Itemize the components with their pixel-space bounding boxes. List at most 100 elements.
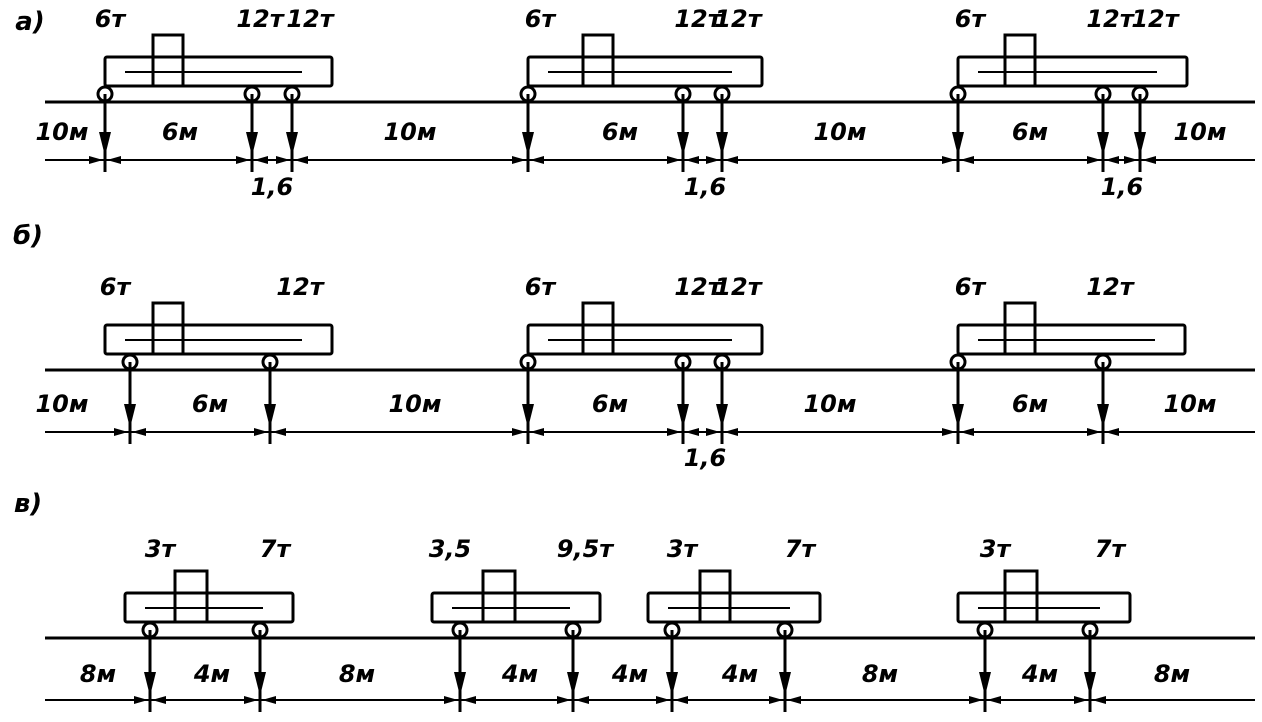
dimension-label: 8м xyxy=(339,660,375,688)
vehicle-body xyxy=(526,55,764,88)
arrow-head-icon xyxy=(1134,132,1146,156)
arrow-head-icon xyxy=(952,404,964,428)
dimension-arrow-icon xyxy=(114,428,128,436)
dimension-arrow-icon xyxy=(942,156,956,164)
vehicle-body xyxy=(646,591,822,624)
vehicle: 3т 7т xyxy=(646,535,822,712)
dimension-label: 10м xyxy=(388,390,441,418)
arrow-head-icon xyxy=(666,672,678,696)
axle-load-label: 12т xyxy=(236,5,285,33)
dimension-label: 6м xyxy=(1012,390,1048,418)
dimension-arrow-icon xyxy=(272,428,286,436)
dimension-label: 4м xyxy=(721,660,758,688)
dimension-arrow-icon xyxy=(706,156,720,164)
vehicle-cab xyxy=(581,33,615,88)
dimension-label: 10м xyxy=(803,390,856,418)
dimension-arrow-icon xyxy=(656,696,670,704)
arrow-head-icon xyxy=(952,132,964,156)
dimension-label: 6м xyxy=(592,390,628,418)
dimension-label: 10м xyxy=(35,118,88,146)
dimension-label: 8м xyxy=(80,660,116,688)
vehicle-cab xyxy=(698,569,732,624)
arrow-head-icon xyxy=(254,672,266,696)
vehicle-cab xyxy=(581,301,615,356)
vehicle-body xyxy=(103,55,334,88)
dimension-arrow-icon xyxy=(294,156,308,164)
dimension-label: 4м xyxy=(193,660,230,688)
axle-load-label: 12т xyxy=(1086,273,1135,301)
axle-load-label: 6т xyxy=(100,273,133,301)
dimension-label: 6м xyxy=(602,118,638,146)
arrow-head-icon xyxy=(522,132,534,156)
dimension-arrow-icon xyxy=(262,696,276,704)
dimension-arrow-icon xyxy=(724,428,738,436)
axle-gap-label: 1,6 xyxy=(251,173,294,201)
row-label: б) xyxy=(13,221,43,251)
dimension-arrow-icon xyxy=(667,428,681,436)
dimension-arrow-icon xyxy=(685,428,699,436)
dimension-arrow-icon xyxy=(1087,428,1101,436)
axle-load-label: 3т xyxy=(667,535,700,563)
dimension-arrow-icon xyxy=(1142,156,1156,164)
dimension-label: 4м xyxy=(501,660,538,688)
vehicle: 6т 12т xyxy=(949,273,1187,444)
vehicle-body xyxy=(956,323,1187,356)
vehicle-body xyxy=(956,55,1189,88)
vehicle-body xyxy=(956,591,1132,624)
arrow-head-icon xyxy=(1084,672,1096,696)
axle-load-label: 7т xyxy=(785,535,818,563)
vehicle: 6т 12т xyxy=(100,273,334,444)
axle-load-label: 6т xyxy=(955,5,988,33)
dimension-label: 6м xyxy=(162,118,198,146)
vehicle-cab xyxy=(481,569,517,624)
arrow-head-icon xyxy=(677,404,689,428)
arrow-head-icon xyxy=(246,132,258,156)
dimension-label: 10м xyxy=(813,118,866,146)
arrow-head-icon xyxy=(979,672,991,696)
dimension-label: 6м xyxy=(1012,118,1048,146)
axle-load-label: 12т xyxy=(674,273,723,301)
axle-gap-label: 1,6 xyxy=(684,173,727,201)
vehicle-cab xyxy=(173,569,209,624)
dimension-label: 10м xyxy=(1163,390,1216,418)
dimension-arrow-icon xyxy=(674,696,688,704)
axle-load-label: 7т xyxy=(1095,535,1128,563)
row-label: а) xyxy=(15,7,44,37)
dimension-arrow-icon xyxy=(960,428,974,436)
axle-gap-label: 1,6 xyxy=(1101,173,1144,201)
dimension-arrow-icon xyxy=(254,428,268,436)
arrow-head-icon xyxy=(567,672,579,696)
arrow-head-icon xyxy=(1097,132,1109,156)
dimension-arrow-icon xyxy=(575,696,589,704)
dimension-arrow-icon xyxy=(787,696,801,704)
dimension-arrow-icon xyxy=(444,696,458,704)
axle-load-label: 3т xyxy=(145,535,178,563)
dimension-arrow-icon xyxy=(134,696,148,704)
arrow-head-icon xyxy=(99,132,111,156)
dimension-arrow-icon xyxy=(1092,696,1106,704)
dimension-arrow-icon xyxy=(1074,696,1088,704)
vehicle-cab xyxy=(1003,569,1039,624)
axle-load-label: 6т xyxy=(525,5,558,33)
axle-load-label: 3,5 xyxy=(429,535,472,563)
axle-load-label: 6т xyxy=(525,273,558,301)
axle-load-label: 7т xyxy=(260,535,293,563)
dimension-arrow-icon xyxy=(132,428,146,436)
arrow-head-icon xyxy=(124,404,136,428)
arrow-head-icon xyxy=(286,132,298,156)
dimension-arrow-icon xyxy=(107,156,121,164)
dimension-arrow-icon xyxy=(462,696,476,704)
dimension-label: 10м xyxy=(1173,118,1226,146)
dimension-label: 6м xyxy=(192,390,228,418)
axle-load-label: 12т xyxy=(276,273,325,301)
dimension-arrow-icon xyxy=(1124,156,1138,164)
axle-load-label: 6т xyxy=(955,273,988,301)
dimension-label: 8м xyxy=(862,660,898,688)
